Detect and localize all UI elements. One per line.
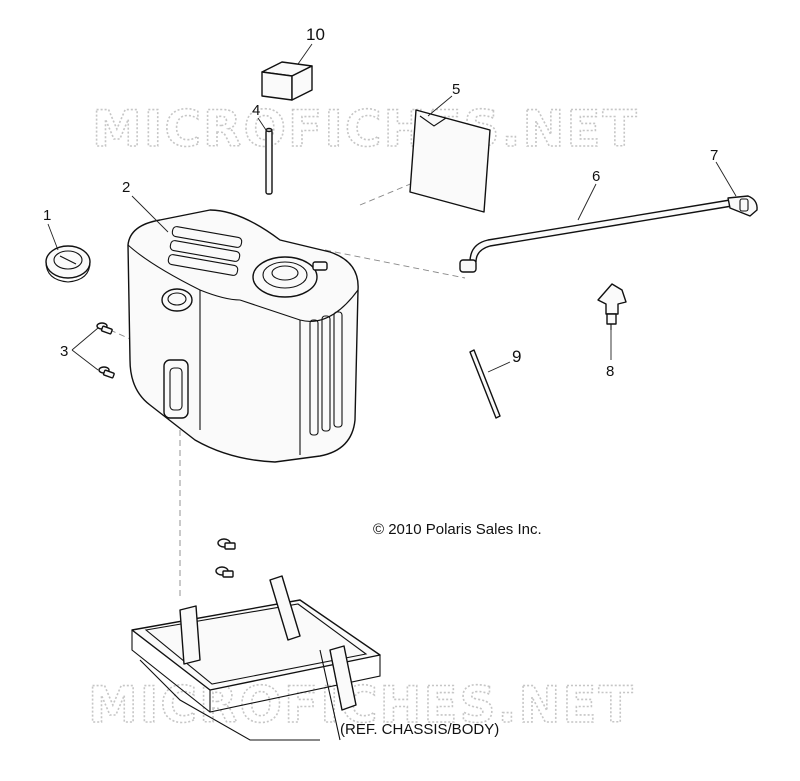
part-10-box[interactable] [261,61,313,101]
callout-5: 5 [452,81,460,98]
part-3-screws[interactable] [96,322,115,379]
callout-4: 4 [252,102,260,119]
part-5-decal[interactable] [409,109,491,213]
callout-8: 8 [606,363,614,380]
callout-3: 3 [60,343,68,360]
leader-lines [47,43,737,373]
mount-bolts [215,538,236,578]
part-4-vent-rod[interactable] [265,127,273,195]
callout-7: 7 [710,147,718,164]
callout-labels: 1 2 3 4 5 6 7 8 9 10 [43,25,718,380]
reference-text: (REF. CHASSIS/BODY) [340,721,499,738]
callout-1: 1 [43,207,51,224]
part-2-fuel-tank[interactable] [127,209,359,463]
callout-6: 6 [592,168,600,185]
part-8-clip[interactable] [597,283,627,330]
chassis-frame [131,575,381,741]
part-1-fuel-cap[interactable] [45,245,91,283]
part-9-cable-tie[interactable] [469,349,501,419]
callout-9: 9 [512,347,521,366]
copyright-text: © 2010 Polaris Sales Inc. [373,521,542,538]
callout-2: 2 [122,179,130,196]
callout-10: 10 [306,25,325,44]
watermark-top: MICROFICHES.NET [92,100,639,158]
part-7-connector[interactable] [727,195,758,217]
part-6-fuel-line[interactable] [459,199,733,273]
watermark-bottom: MICROFICHES.NET [88,676,635,734]
